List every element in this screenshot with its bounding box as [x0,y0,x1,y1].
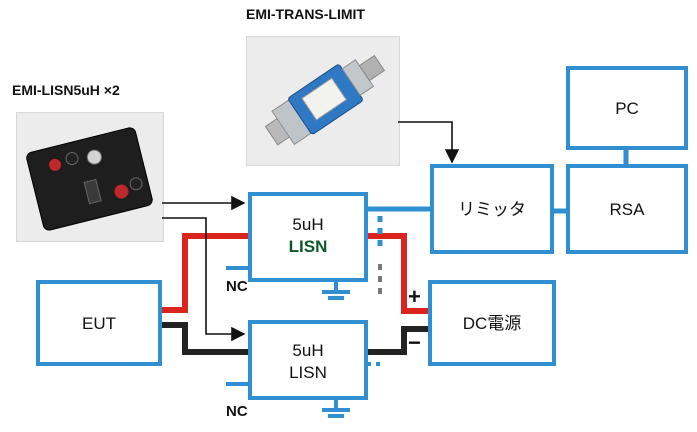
eut-label: EUT [82,314,116,333]
limiter-label: リミッタ [458,200,526,219]
trans-limit-arrow [398,121,460,164]
lisn-top-line2: LISN [289,237,328,256]
lisn-top-line1: 5uH [292,215,323,234]
dc-supply-box [428,280,556,366]
nc-bottom-label: NC [226,403,248,420]
rsa-label: RSA [610,200,646,219]
lisn-bottom-box [248,320,368,400]
trans-limit-label: EMI-TRANS-LIMIT [246,6,365,22]
nc-top-label: NC [226,278,248,295]
limiter-box [430,164,554,254]
dc-supply-label: DC電源 [463,314,522,333]
lisn-arrow-bottom [162,217,246,342]
plus-sign: + [408,284,421,309]
negative-wire-right [366,326,430,355]
lisn-device-image [26,127,153,231]
lisn-photo [16,112,164,242]
lisn-bottom-line2: LISN [289,363,327,382]
trans-limit-photo [246,36,400,166]
ground-symbol-top [322,282,350,300]
ground-symbol-bottom [322,398,350,418]
lisn-top-box [248,192,368,282]
lisn-bottom-line1: 5uH [292,341,323,360]
negative-wire [160,322,250,355]
eut-box [36,280,162,366]
pc-label: PC [615,99,639,118]
positive-wire [160,233,250,313]
rsa-box [566,164,688,254]
positive-wire-right [366,233,430,314]
transient-limiter-image [264,54,386,146]
pc-box [566,66,688,150]
minus-sign: − [408,330,421,355]
lisn-device-label: EMI-LISN5uH ×2 [12,82,120,98]
